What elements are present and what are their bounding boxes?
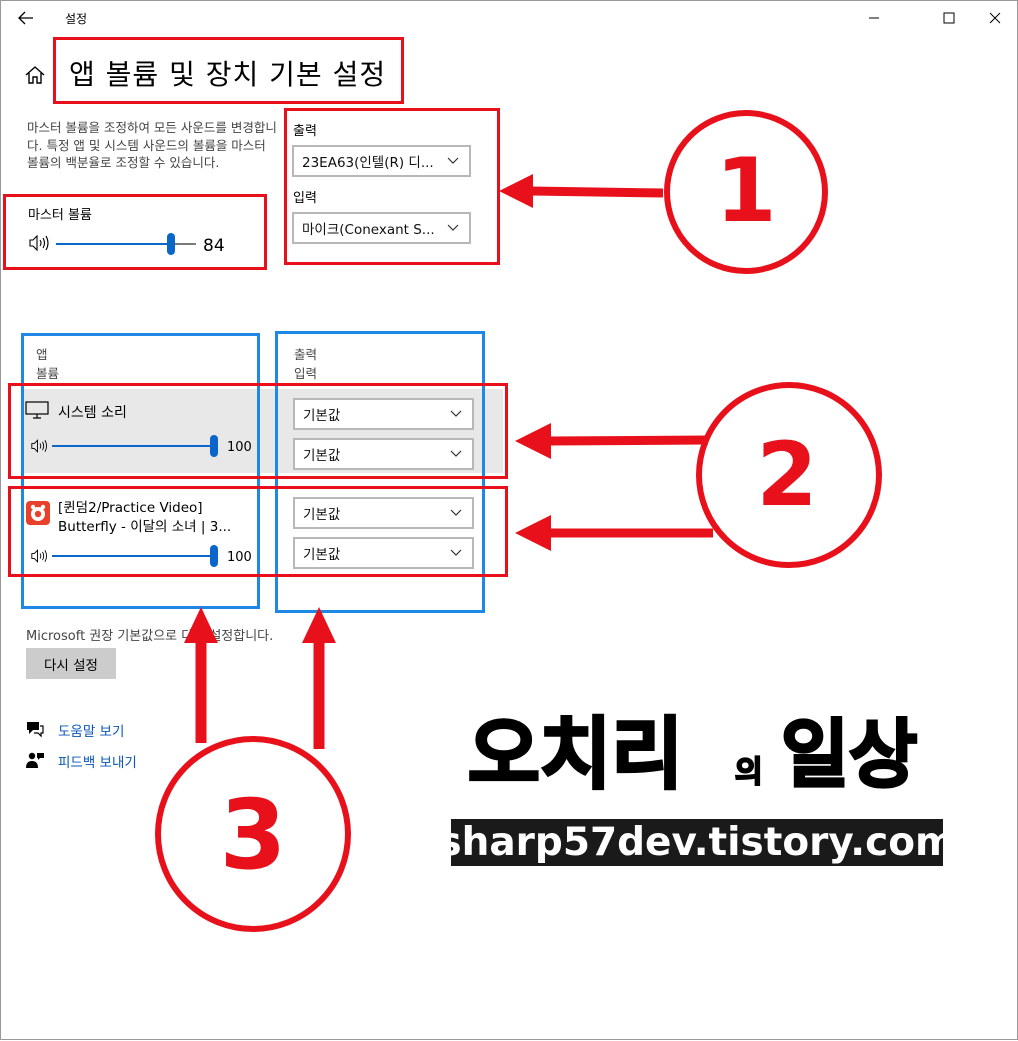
app-input-value: 기본값 bbox=[303, 547, 341, 563]
speaker-icon bbox=[29, 235, 49, 251]
monitor-icon bbox=[25, 401, 49, 419]
app-name-line1: [퀸덤2/Practice Video] bbox=[58, 500, 203, 516]
annotation-arrow-1 bbox=[530, 186, 664, 198]
annotation-box-device-column bbox=[275, 331, 485, 613]
home-icon[interactable] bbox=[23, 63, 47, 87]
app-input-value: 기본값 bbox=[303, 448, 341, 464]
watermark-title-mid: 의 bbox=[734, 754, 764, 791]
chevron-down-icon bbox=[447, 157, 459, 164]
page-title: 앱 볼륨 및 장치 기본 설정 bbox=[69, 58, 387, 91]
app-output-dropdown[interactable]: 기본값 bbox=[293, 398, 474, 430]
watermark-url: sharp57dev.tistory.com bbox=[438, 819, 956, 866]
annotation-number-3: 3 bbox=[219, 779, 287, 891]
app-output-value: 기본값 bbox=[303, 507, 341, 523]
app-input-dropdown[interactable]: 기본값 bbox=[293, 438, 474, 470]
app-output-dropdown[interactable]: 기본값 bbox=[293, 497, 474, 529]
output-device-dropdown[interactable]: 23EA63(인텔(R) 디... bbox=[292, 145, 471, 177]
back-arrow-icon[interactable] bbox=[15, 7, 37, 29]
app-name-line2: Butterfly - 이달의 소녀 | 3... bbox=[58, 519, 232, 535]
speaker-icon bbox=[31, 439, 47, 453]
annotation-box-title bbox=[53, 37, 404, 104]
app-input-dropdown[interactable]: 기본값 bbox=[293, 537, 474, 569]
window-title: 설정 bbox=[65, 12, 88, 26]
watermark-title-main: 오치리 bbox=[466, 709, 684, 802]
master-volume-label: 마스터 볼륨 bbox=[28, 208, 92, 223]
feedback-icon bbox=[26, 752, 44, 768]
chevron-down-icon bbox=[450, 450, 462, 457]
input-column-label: 입력 bbox=[294, 366, 318, 381]
annotation-arrowhead-2a bbox=[515, 423, 551, 459]
app-volume-slider[interactable] bbox=[52, 435, 218, 457]
chevron-down-icon bbox=[447, 224, 459, 231]
volume-column-label: 볼륨 bbox=[36, 366, 60, 381]
app-volume-value: 100 bbox=[227, 550, 252, 565]
input-device-value: 마이크(Conexant S... bbox=[302, 222, 435, 238]
reset-button[interactable]: 다시 설정 bbox=[26, 648, 116, 679]
annotation-box-app-volume-column bbox=[21, 333, 260, 609]
title-bar: 설정 bbox=[1, 1, 1017, 35]
annotation-box-row-system bbox=[8, 383, 508, 479]
app-column-label: 앱 bbox=[36, 347, 48, 362]
help-icon bbox=[27, 722, 44, 738]
speaker-icon bbox=[31, 549, 47, 563]
page-description: 마스터 볼륨을 조정하여 모든 사운드를 변경합니다. 특정 앱 및 시스템 사… bbox=[27, 120, 277, 170]
annotation-arrowhead-1 bbox=[499, 174, 533, 208]
chevron-down-icon bbox=[450, 509, 462, 516]
minimize-icon[interactable] bbox=[859, 5, 889, 31]
help-link[interactable]: 도움말 보기 bbox=[58, 724, 125, 740]
annotation-box-master bbox=[3, 194, 267, 270]
annotation-number-1: 1 bbox=[715, 139, 777, 242]
app-name: 시스템 소리 bbox=[58, 405, 127, 421]
input-device-dropdown[interactable]: 마이크(Conexant S... bbox=[292, 212, 471, 244]
chevron-down-icon bbox=[450, 549, 462, 556]
annotation-number-2: 2 bbox=[756, 423, 818, 526]
gom-player-icon bbox=[26, 501, 50, 525]
maximize-icon[interactable] bbox=[934, 5, 964, 31]
close-icon[interactable] bbox=[980, 5, 1010, 31]
output-device-label: 출력 bbox=[293, 124, 317, 139]
reset-description: Microsoft 권장 기본값으로 다시 설정합니다. bbox=[26, 629, 274, 644]
feedback-link[interactable]: 피드백 보내기 bbox=[58, 755, 137, 771]
app-volume-slider[interactable] bbox=[52, 545, 218, 567]
output-device-value: 23EA63(인텔(R) 디... bbox=[302, 155, 434, 171]
watermark-title-end: 일상 bbox=[779, 711, 918, 800]
chevron-down-icon bbox=[450, 410, 462, 417]
annotation-box-devices bbox=[284, 108, 500, 265]
master-volume-slider[interactable] bbox=[56, 233, 196, 255]
annotation-arrowhead-2b bbox=[515, 515, 551, 551]
output-column-label: 출력 bbox=[294, 347, 318, 362]
input-device-label: 입력 bbox=[293, 191, 317, 206]
annotation-box-row-app bbox=[8, 486, 508, 577]
annotation-arrow-2a bbox=[548, 435, 709, 446]
master-volume-value: 84 bbox=[203, 236, 225, 256]
app-volume-value: 100 bbox=[227, 440, 252, 455]
app-output-value: 기본값 bbox=[303, 408, 341, 424]
